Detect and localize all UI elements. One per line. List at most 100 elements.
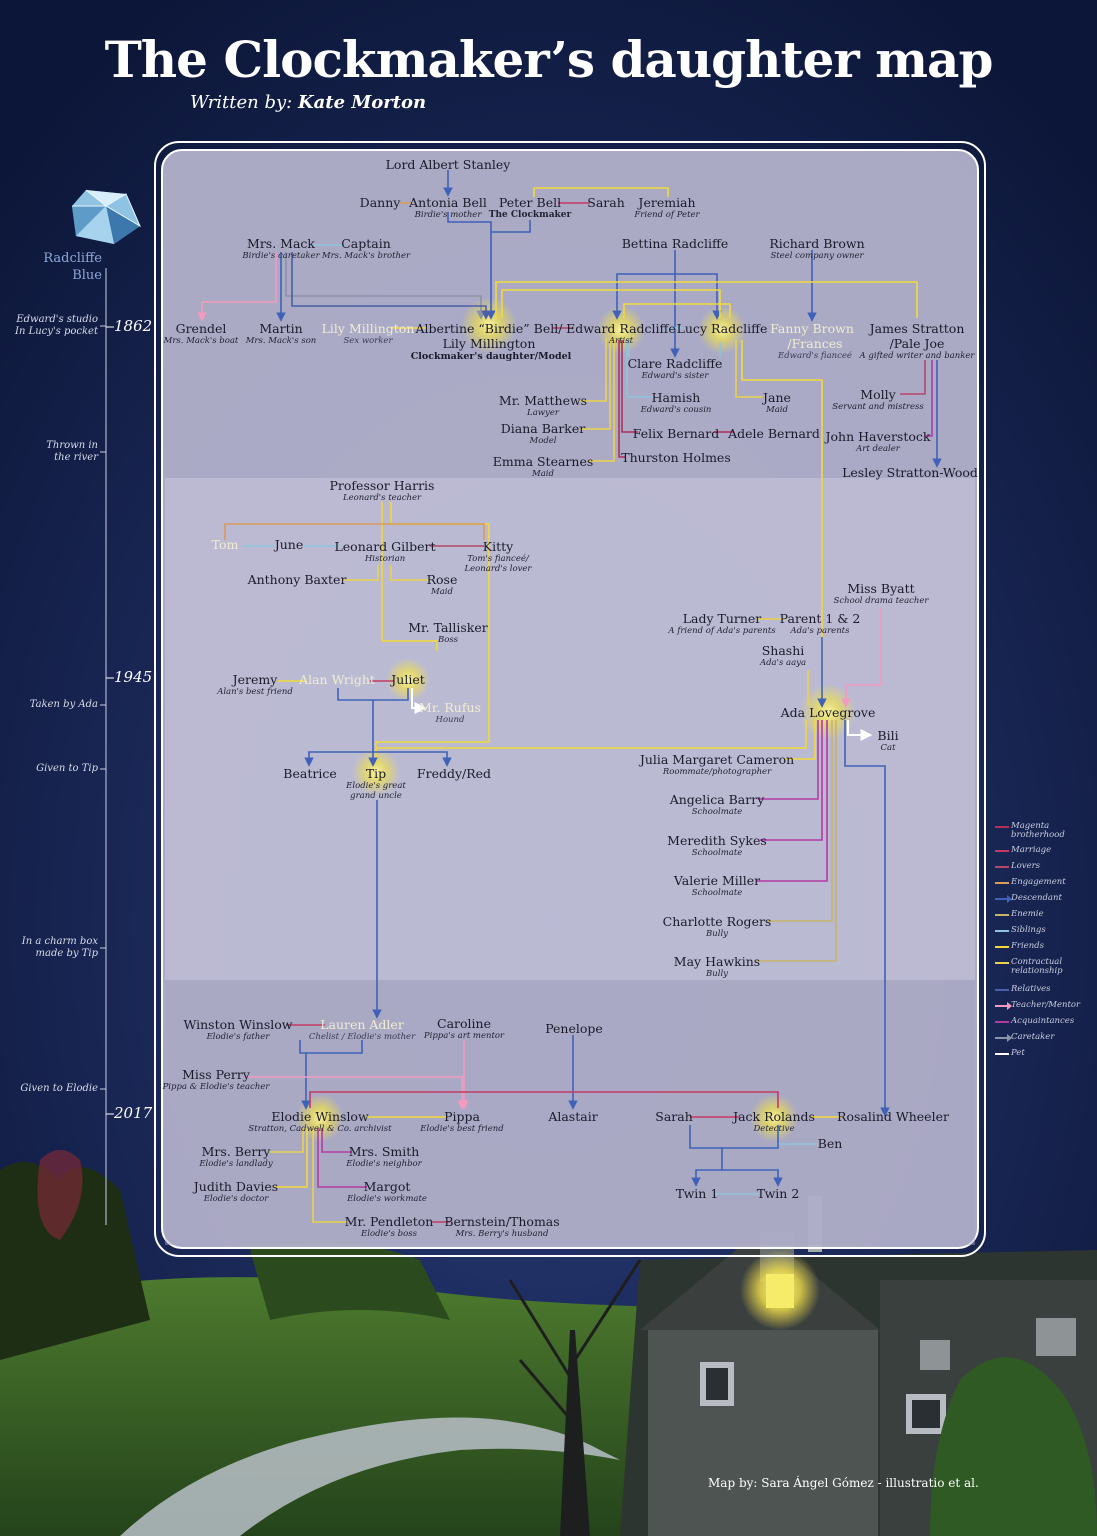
character-node-birdie3[interactable]: Clockmaker's daughter/Model [411,350,572,364]
character-description: Maid [532,469,554,479]
relationship-line-friends [375,502,490,765]
character-node-rosalind[interactable]: Rosalind Wheeler [837,1110,949,1124]
character-node-james[interactable]: James Stratton [870,322,965,336]
character-name: Lord Albert Stanley [385,157,511,172]
timeline-event-line: Thrown in [46,440,98,451]
character-name: Pippa [444,1109,480,1124]
node-highlight-glow [800,684,856,740]
character-node-ben[interactable]: Ben [818,1137,843,1151]
character-node-june[interactable]: June [275,538,304,552]
legend-line-swatch [995,882,1009,884]
character-node-fanny[interactable]: Fanny Brown [770,322,854,336]
character-node-thurston[interactable]: Thurston Holmes [621,451,731,465]
character-node-lord[interactable]: Lord Albert Stanley [386,158,511,172]
character-node-twin1[interactable]: Twin 1 [676,1187,719,1201]
character-description: Friend of Peter [634,210,700,220]
character-node-alastair[interactable]: Alastair [548,1110,597,1124]
legend-line-swatch [995,962,1009,964]
character-node-penelope[interactable]: Penelope [545,1022,603,1036]
character-node-sarah2[interactable]: Sarah [655,1110,693,1124]
character-node-lucy[interactable]: Lucy Radcliffe [677,322,768,336]
character-node-birdie2[interactable]: Lily Millington [443,337,536,351]
character-name: Lady Turner [682,611,762,626]
relationship-line-contractual [580,338,611,430]
character-node-sarah1[interactable]: Sarah [587,196,625,210]
character-node-birdie[interactable]: Albertine “Birdie” Bell/ [416,322,563,336]
character-node-anthony[interactable]: Anthony Baxter [248,573,347,587]
character-node-juliet[interactable]: Juliet [391,673,424,687]
character-node-twin2[interactable]: Twin 2 [757,1187,800,1201]
character-name: Hamish [651,390,701,405]
character-node-tip2[interactable]: grand uncle [350,791,402,801]
character-name: Kitty [482,539,514,554]
character-node-ada[interactable]: Ada Lovegrove [781,706,876,720]
character-name: Alastair [548,1109,598,1124]
character-node-kitty2[interactable]: Leonard's lover [465,564,532,574]
character-node-alan[interactable]: Alan Wright [299,673,375,687]
character-node-beatrice[interactable]: Beatrice [283,767,336,781]
character-description: Stratton, Cadwell & Co. archivist [248,1124,392,1134]
character-node-danny[interactable]: Danny [360,196,401,210]
character-node-bettina[interactable]: Bettina Radcliffe [622,237,729,251]
character-node-freddy[interactable]: Freddy/Red [417,767,491,781]
character-node-tom[interactable]: Tom [212,538,239,552]
character-name: Fanny Brown [770,321,854,336]
legend-item: Magenta brotherhood [995,822,1083,840]
character-node-felix[interactable]: Felix Bernard [633,427,719,441]
character-node-adele[interactable]: Adele Bernard [728,427,820,441]
character-node-lesley[interactable]: Lesley Stratton-Wood [842,466,978,480]
